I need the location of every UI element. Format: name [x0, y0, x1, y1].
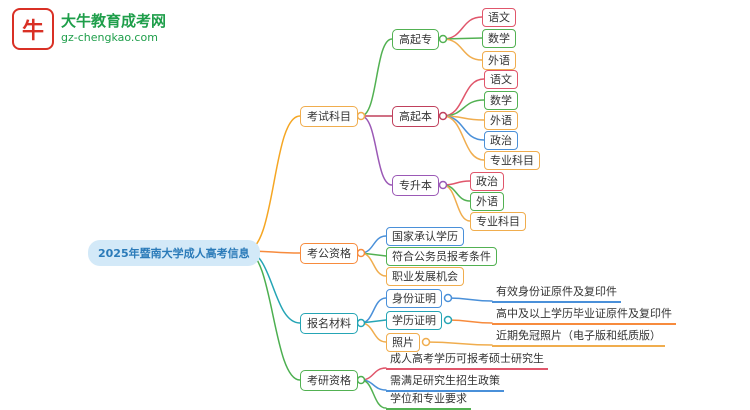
cow-icon-glyph: 牛	[21, 19, 44, 44]
edge-gqb-chinese	[442, 78, 485, 117]
leaf-photo: 照片	[386, 333, 420, 353]
leaf-gqb-politics: 政治	[484, 131, 518, 151]
node-application-materials: 报名材料	[300, 313, 358, 335]
leaf-career-opportunities: 职业发展机会	[386, 267, 464, 287]
edge-zsb-foreign	[442, 184, 471, 202]
cow-icon: 牛	[12, 8, 54, 50]
root-node: 2025年暨南大学成人高考信息	[88, 240, 260, 266]
edge-mat-photo	[360, 322, 387, 343]
node-postgrad-eligibility: 考研资格	[300, 370, 358, 392]
junction-dot-materials	[356, 318, 366, 328]
junction-dot-id	[443, 293, 453, 303]
junction-dot-photo	[421, 337, 431, 347]
node-exam-subjects: 考试科目	[300, 106, 358, 128]
junction-dot-gqb	[438, 111, 448, 121]
edge-exam-gaoqizhuan	[360, 38, 393, 117]
edge-gqb-math	[442, 99, 485, 117]
leaf-education-proof: 学历证明	[386, 311, 442, 331]
junction-dot-civil	[356, 248, 366, 258]
edge-edu-detail	[447, 319, 493, 324]
leaf-state-recognized-diploma: 国家承认学历	[386, 227, 464, 247]
leaf-gqz-math: 数学	[482, 29, 516, 49]
leaf-gqb-major-subject: 专业科目	[484, 151, 540, 171]
leaf-id-proof: 身份证明	[386, 289, 442, 309]
leaf-master-application: 成人高考学历可报考硕士研究生	[386, 350, 548, 371]
edge-gqz-math	[442, 37, 483, 40]
edge-root-postgrad	[245, 250, 301, 381]
junction-dot-exam	[356, 111, 366, 121]
leaf-id-proof-detail: 有效身份证原件及复印件	[492, 283, 621, 304]
brand-logo: 牛 大牛教育成考网 gz-chengkao.com	[12, 8, 166, 50]
edge-cs-recognized	[360, 235, 387, 254]
leaf-gqb-chinese: 语文	[484, 70, 518, 90]
brand-text: 大牛教育成考网 gz-chengkao.com	[61, 12, 166, 45]
brand-name: 大牛教育成考网	[61, 12, 167, 31]
leaf-degree-major-requirements: 学位和专业要求	[386, 390, 471, 410]
edge-gqz-chinese	[442, 16, 483, 40]
junction-dot-edu	[443, 315, 453, 325]
junction-dot-zsb	[438, 180, 448, 190]
leaf-gqb-foreign-language: 外语	[484, 111, 518, 131]
edge-photo-detail	[425, 341, 493, 346]
leaf-civil-service-requirements: 符合公务员报考条件	[386, 247, 497, 267]
junction-dot-postgrad	[356, 375, 366, 385]
leaf-zsb-major-subject: 专业科目	[470, 212, 526, 232]
edge-gqb-major	[442, 115, 485, 161]
leaf-gqz-foreign-language: 外语	[482, 51, 516, 71]
edge-id-detail	[447, 297, 493, 302]
leaf-education-proof-detail: 高中及以上学历毕业证原件及复印件	[492, 305, 676, 326]
node-civil-service-eligibility: 考公资格	[300, 243, 358, 265]
edge-mat-id	[360, 297, 387, 324]
node-zhuanshengben: 专升本	[392, 175, 439, 197]
brand-domain: gz-chengkao.com	[61, 31, 158, 45]
junction-dot-gqz	[438, 34, 448, 44]
node-gaoqiben: 高起本	[392, 106, 439, 128]
leaf-zsb-foreign-language: 外语	[470, 192, 504, 212]
leaf-gqz-chinese: 语文	[482, 8, 516, 28]
node-gaoqizhuan: 高起专	[392, 29, 439, 51]
edge-root-exam-subjects	[245, 115, 301, 252]
edge-zsb-major	[442, 184, 471, 222]
leaf-zsb-politics: 政治	[470, 172, 504, 192]
leaf-photo-detail: 近期免冠照片（电子版和纸质版）	[492, 327, 665, 348]
leaf-admission-policy: 需满足研究生招生政策	[386, 372, 504, 393]
leaf-gqb-math: 数学	[484, 91, 518, 111]
edge-cs-career	[360, 252, 387, 277]
edge-gqz-foreign	[442, 38, 483, 61]
edge-exam-zhuanshengben	[360, 115, 393, 186]
